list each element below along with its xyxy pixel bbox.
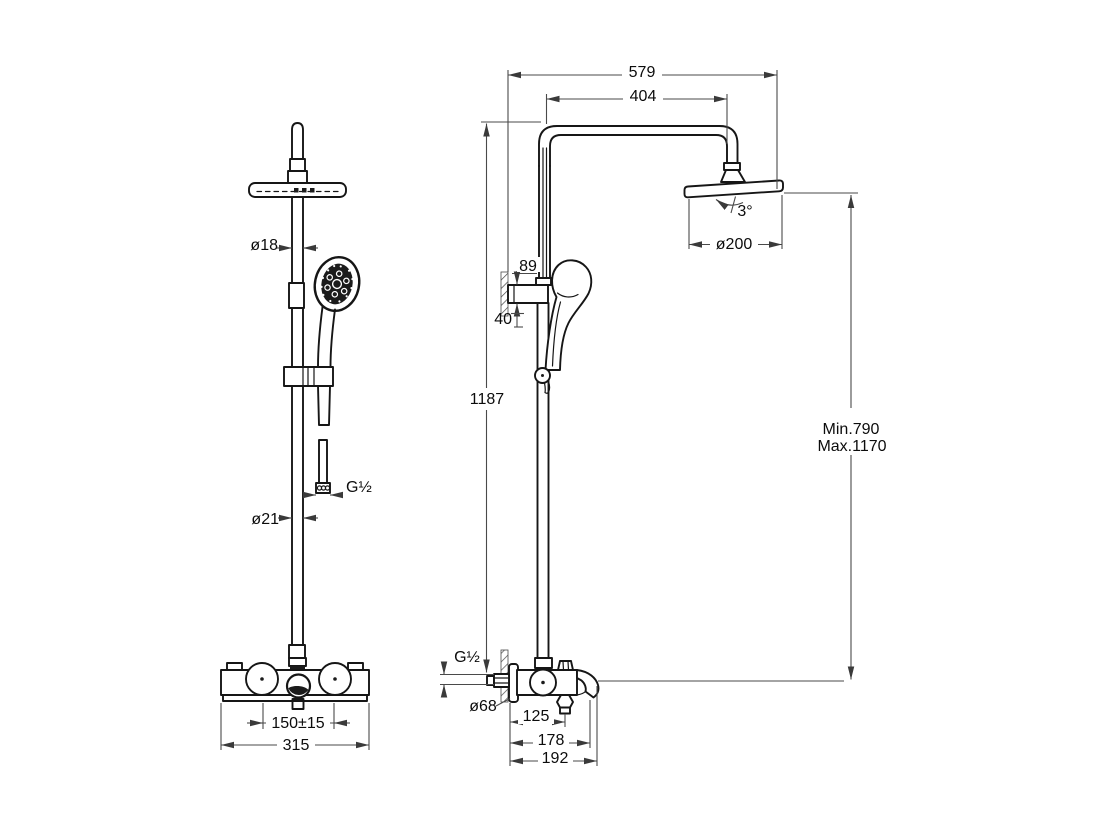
wall-to-handle-label: 125 — [523, 708, 550, 725]
shower-arm-side — [538, 125, 739, 279]
head-diameter-label: ø200 — [716, 236, 753, 253]
dim-wall-to-spout: 178 — [510, 700, 591, 749]
hand-shower-side — [534, 259, 593, 394]
dim-arm-reach: 404 — [545, 84, 728, 144]
bracket-offset-label: 89 — [519, 258, 537, 275]
rain-head-side — [683, 162, 784, 199]
diverter-knob-top — [557, 660, 574, 671]
bracket-height-label: 40 — [494, 311, 512, 328]
overall-depth-label: 192 — [542, 750, 569, 767]
dim-bracket-offset: 89 — [512, 257, 540, 285]
dim-overall-depth: 192 — [510, 686, 598, 767]
dim-overall-reach: 579 — [507, 60, 778, 272]
overall-width-label: 315 — [283, 737, 310, 754]
column-diameter-label: ø21 — [251, 511, 279, 528]
slider-bracket-front — [283, 366, 334, 387]
side-view: 579 404 3° ø200 89 — [440, 60, 887, 767]
riser-top-pipe-front — [287, 122, 308, 184]
front-view: ø18 G½ ø21 150±15 — [220, 122, 372, 754]
head-angle-label: 3° — [737, 203, 752, 220]
riser-column-front — [288, 196, 305, 646]
tub-spout-side — [576, 669, 600, 699]
dim-inlet-thread-side: G½ — [440, 649, 494, 698]
mixer-valve-side — [486, 649, 600, 715]
diverter-handle-bottom — [556, 694, 574, 715]
dim-inlet-spacing: 150±15 — [247, 703, 350, 732]
tub-spout-front — [285, 673, 312, 710]
inlet-thread-label: G½ — [454, 649, 480, 666]
dim-escutcheon-diameter: ø68 — [469, 698, 511, 715]
riser-height-label: 1187 — [470, 391, 505, 408]
rain-head-front — [248, 182, 347, 198]
overall-reach-label: 579 — [629, 64, 656, 81]
mixer-valve-front — [220, 662, 370, 710]
dim-wall-to-handle: 125 — [509, 703, 566, 766]
dim-hose-thread-front: G½ — [302, 479, 372, 499]
inlet-spacing-label: 150±15 — [271, 715, 324, 732]
wall-bracket-side — [500, 271, 552, 317]
escutcheon-diameter-label: ø68 — [469, 698, 497, 715]
dim-bracket-height: 40 — [494, 303, 524, 328]
shower-hose-outlet-front — [315, 439, 331, 494]
height-max-label: Max.1170 — [817, 438, 886, 455]
dim-column-diameter: ø21 — [251, 511, 318, 528]
dim-riser-height: 1187 — [467, 121, 541, 673]
dim-overall-width: 315 — [220, 703, 370, 754]
arm-reach-label: 404 — [630, 88, 657, 105]
hand-shower-front — [313, 255, 361, 426]
height-min-label: Min.790 — [823, 421, 880, 438]
dim-height-range: Min.790 Max.1170 — [817, 195, 887, 680]
dim-pipe-diameter: ø18 — [250, 237, 318, 254]
inlet-union-nut — [486, 673, 510, 688]
dim-head-angle: 3° — [715, 196, 753, 220]
hose-thread-label: G½ — [346, 479, 372, 496]
dim-head-diameter: ø200 — [688, 195, 783, 253]
wall-to-spout-label: 178 — [538, 732, 565, 749]
pipe-diameter-label: ø18 — [250, 237, 278, 254]
